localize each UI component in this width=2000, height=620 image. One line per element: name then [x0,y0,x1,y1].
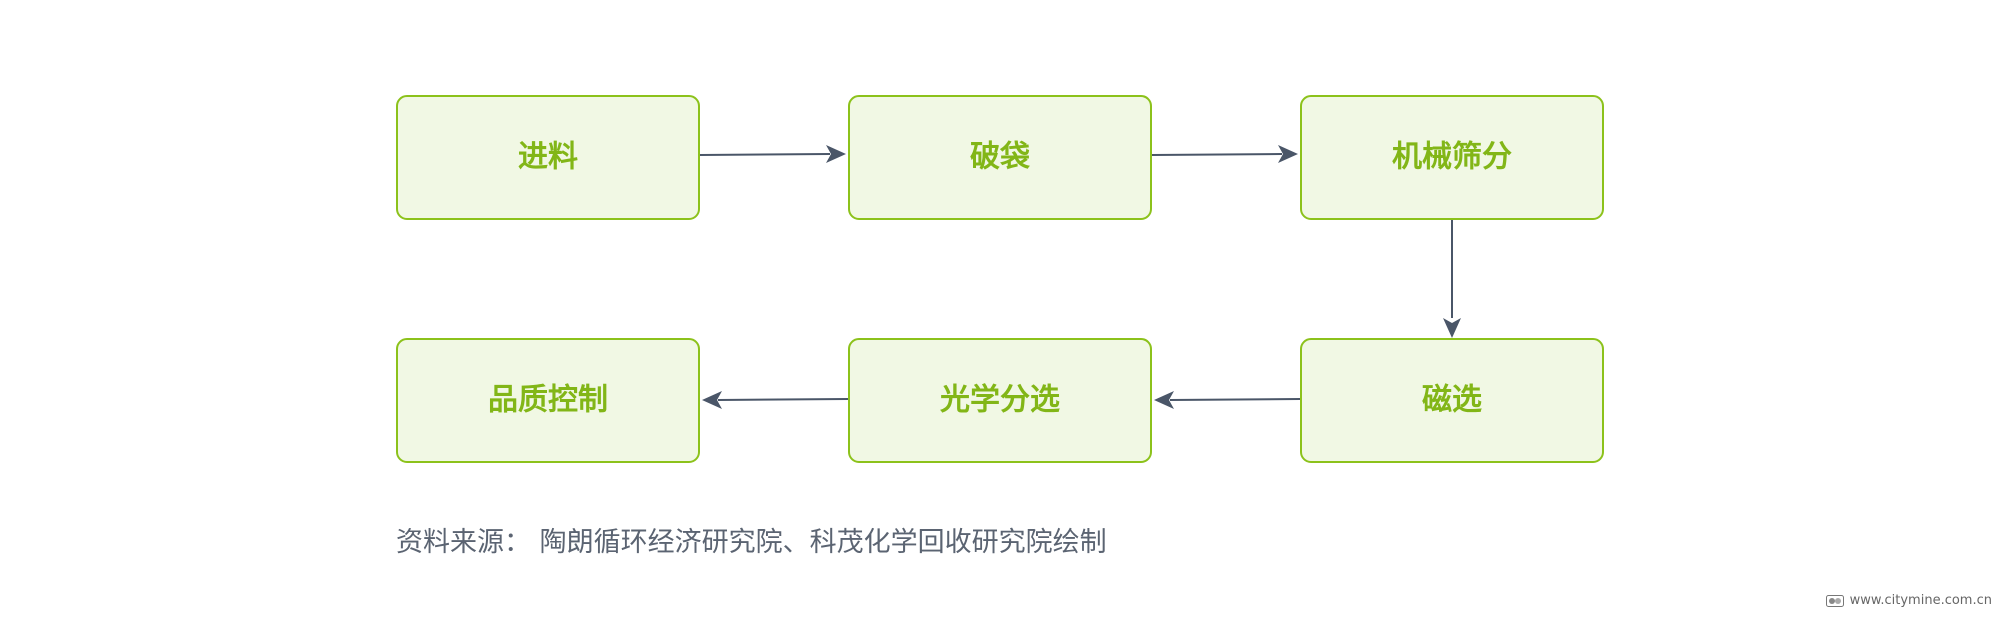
edge-mech-screen-to-magnetic [1443,219,1461,338]
edge-magnetic-to-optical [1154,391,1301,409]
node-bag-break: 破袋 [848,95,1152,220]
watermark-text: www.citymine.com.cn [1849,593,1992,608]
node-qc: 品质控制 [396,338,700,463]
watermark: www.citymine.com.cn [1825,593,1992,608]
node-magnetic-label: 磁选 [1422,383,1482,418]
node-optical: 光学分选 [848,338,1152,463]
node-magnetic: 磁选 [1300,338,1604,463]
edge-bag-break-to-mech-screen [1151,145,1298,163]
node-feed-label: 进料 [518,140,578,175]
source-note: 资料来源： 陶朗循环经济研究院、科茂化学回收研究院绘制 [396,527,1107,558]
node-optical-label: 光学分选 [940,383,1060,418]
citymine-logo-icon [1825,594,1844,607]
node-mech-screen: 机械筛分 [1300,95,1604,220]
edge-feed-to-bag-break [699,145,846,163]
node-feed: 进料 [396,95,700,220]
node-bag-break-label: 破袋 [970,140,1030,175]
edge-optical-to-qc [702,391,849,409]
node-mech-screen-label: 机械筛分 [1392,140,1512,175]
node-qc-label: 品质控制 [488,383,608,418]
